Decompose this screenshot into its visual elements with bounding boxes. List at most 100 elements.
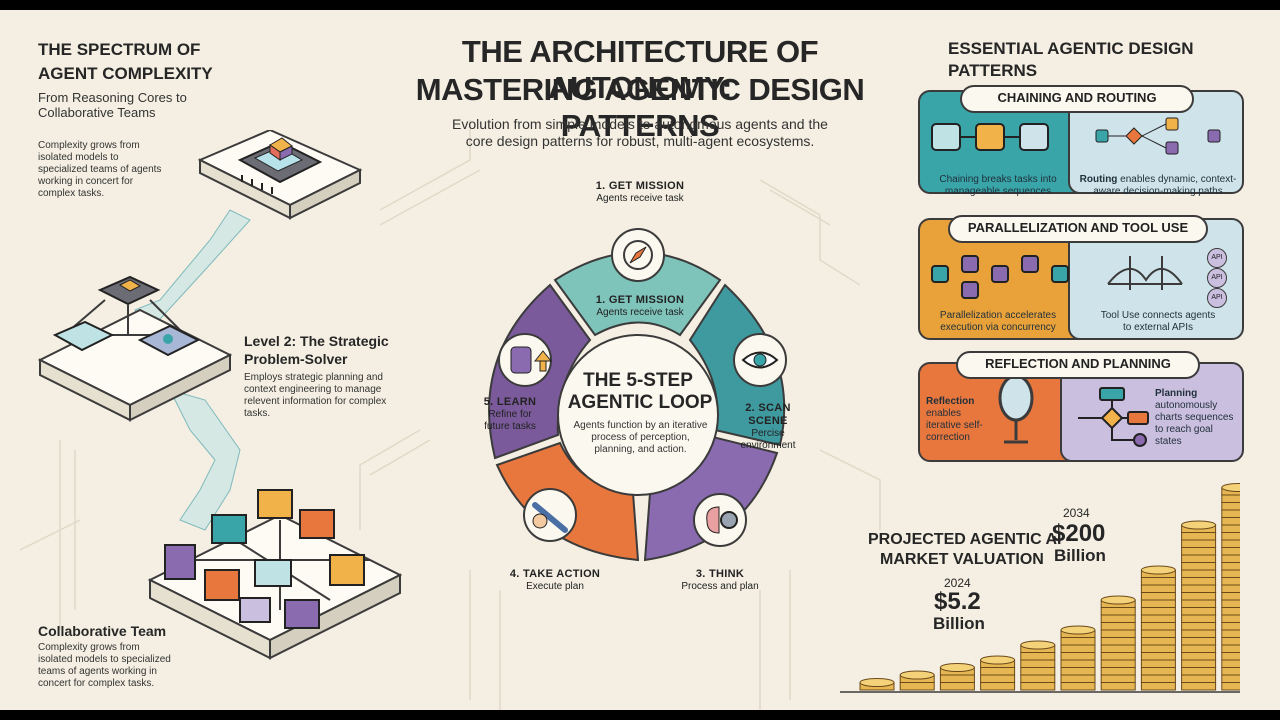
reflection-caption-3: correction (926, 432, 970, 443)
step-4-title: 4. TAKE ACTION (509, 568, 601, 580)
team-title: Collaborative Team (38, 623, 167, 639)
planning-caption: Planning autonomously charts sequences t… (1155, 388, 1239, 448)
agentic-loop-diagram (488, 228, 787, 562)
loop-top-desc-text: Agents receive task (596, 193, 684, 204)
database-upload-icon (498, 333, 553, 387)
level2-desc-1: Employs strategic planning and (244, 372, 383, 383)
coin-stack (899, 670, 935, 691)
team-desc-3: teams of agents working in (38, 666, 157, 677)
wrench-hand-icon (523, 488, 577, 542)
eye-icon (733, 333, 787, 387)
step-2-desc-1: Percise (751, 428, 785, 439)
spectrum-heading-line2: AGENT COMPLEXITY (38, 64, 213, 83)
market-unit-2034: Billion (1054, 546, 1106, 565)
tool-caption-2: to external APIs (1122, 322, 1194, 333)
loop-segment-get-mission (553, 251, 722, 337)
level2-desc-4: tasks. (244, 408, 271, 419)
planning-caption-4: states (1155, 436, 1182, 447)
api-badge-1: API (1207, 248, 1227, 268)
loop-step-5-label: 5. LEARN Refine for future tasks (470, 396, 550, 433)
team-desc-2: isolated models to specialized (38, 654, 171, 665)
coin-stack (859, 678, 895, 691)
coin-stack (1060, 625, 1096, 691)
step-2-title: 2. SCAN SCENE (745, 402, 791, 427)
spectrum-intro-5: complex tasks. (38, 188, 105, 199)
reflection-caption-2: iterative self- (926, 420, 983, 431)
chaining-caption-1: Chaining breaks tasks into (939, 174, 1057, 185)
level2-desc-3: relevent information for complex (244, 396, 387, 407)
parallel-tool-pill: PARALLELIZATION AND TOOL USE (948, 215, 1208, 243)
reflection-planning-pill: REFLECTION AND PLANNING (956, 351, 1200, 379)
step-5-desc-1: Refine for (488, 409, 532, 420)
mirror-icon (998, 374, 1034, 444)
level2-title-line2: Problem-Solver (244, 351, 348, 367)
market-unit-2024: Billion (933, 614, 985, 633)
loop-center-title-line1: THE 5-STEP (583, 370, 693, 391)
loop-step-2-label: 2. SCAN SCENE Percise environment (728, 402, 808, 452)
routing-caption-1: Routing enables dynamic, context- (1078, 174, 1238, 186)
loop-center-desc-line3: planning, and action. (594, 444, 687, 455)
reasoning-core-chip (197, 130, 363, 220)
spectrum-subheading-line1: From Reasoning Cores to (38, 90, 187, 105)
chaining-routing-illustration (931, 117, 1221, 155)
parallel-caption-1: Parallelization accelerates (939, 310, 1057, 321)
routing-caption-bold: Routing (1079, 174, 1118, 185)
coin-stack (1140, 565, 1176, 691)
parallel-task-squares (931, 255, 1069, 299)
planning-caption-2: charts sequences (1155, 412, 1234, 423)
compass-icon (611, 228, 665, 282)
complexity-stack-illustration (37, 130, 403, 660)
step-2-desc-2: environment (740, 440, 796, 451)
collaborative-team-platform (147, 489, 403, 660)
market-year-2034: 2034 (1063, 506, 1090, 520)
spectrum-intro-1: Complexity grows from (38, 140, 140, 151)
market-value-2024: $5.2 (934, 588, 981, 615)
chaining-caption-2: manageable sequences (944, 186, 1052, 197)
planning-caption-1: autonomously (1155, 400, 1218, 411)
main-title-line1: THE ARCHITECTURE OF AUTONOMY: (461, 34, 819, 105)
bridge-icon (1107, 256, 1183, 290)
loop-top-label-text: 1. GET MISSION (595, 180, 685, 192)
spectrum-intro-2: isolated models to (38, 152, 119, 163)
spectrum-subheading-line2: Collaborative Teams (38, 105, 156, 120)
market-year-2024: 2024 (944, 576, 971, 590)
flowchart-icon (1078, 387, 1149, 447)
loop-center-title-line2: AGENTIC LOOP (567, 392, 713, 413)
tool-caption-1: Tool Use connects agents (1100, 310, 1216, 321)
reflection-caption: Reflection enables iterative self- corre… (926, 396, 986, 444)
api-badge-2: API (1207, 268, 1227, 288)
team-desc-1: Complexity grows from (38, 642, 140, 653)
background-circuit-lines (19, 120, 881, 710)
coin-stack (1020, 640, 1056, 691)
market-title-line2: MARKET VALUATION (880, 551, 1044, 568)
coin-stack (980, 655, 1016, 691)
infographic-canvas: THE ARCHITECTURE OF AUTONOMY: MASTERING … (0, 10, 1280, 710)
coin-stack (1181, 520, 1217, 691)
api-badge-3: API (1207, 288, 1227, 308)
brain-gear-icon (693, 493, 747, 547)
market-value-2034: $200 (1052, 520, 1106, 547)
loop-step-1-label: 1. GET MISSION Agents receive task (585, 294, 695, 319)
loop-center-desc-line1: Agents function by an iterative (573, 420, 708, 431)
loop-step-3-label: 3. THINK Process and plan (670, 568, 770, 593)
level2-title-line1: Level 2: The Strategic (244, 333, 389, 349)
main-subtitle-line2: core design patterns for robust, multi-a… (465, 133, 815, 149)
step-1-desc: Agents receive task (596, 307, 684, 318)
routing-icon-flow (1095, 117, 1221, 155)
spectrum-intro-3: specialized teams of agents (38, 164, 162, 175)
planning-caption-bold: Planning (1155, 388, 1198, 399)
coin-stack (1221, 483, 1240, 691)
market-title-line1: PROJECTED AGENTIC AI (868, 531, 1062, 548)
reflection-caption-bold: Reflection (926, 396, 975, 407)
coin-stack (1100, 595, 1136, 691)
parallel-caption-2: execution via concurrency (940, 322, 1056, 333)
spectrum-intro-4: working in concert for (38, 176, 134, 187)
patterns-heading: ESSENTIAL AGENTIC DESIGN PATTERNS (948, 39, 1194, 80)
spectrum-heading-line1: THE SPECTRUM OF (38, 40, 201, 59)
step-3-desc: Process and plan (681, 581, 759, 592)
routing-caption-2: aware decision-making paths (1093, 186, 1223, 197)
step-5-desc-2: future tasks (484, 421, 536, 432)
step-3-title: 3. THINK (695, 568, 745, 580)
chaining-icon-boxes (931, 123, 1049, 151)
